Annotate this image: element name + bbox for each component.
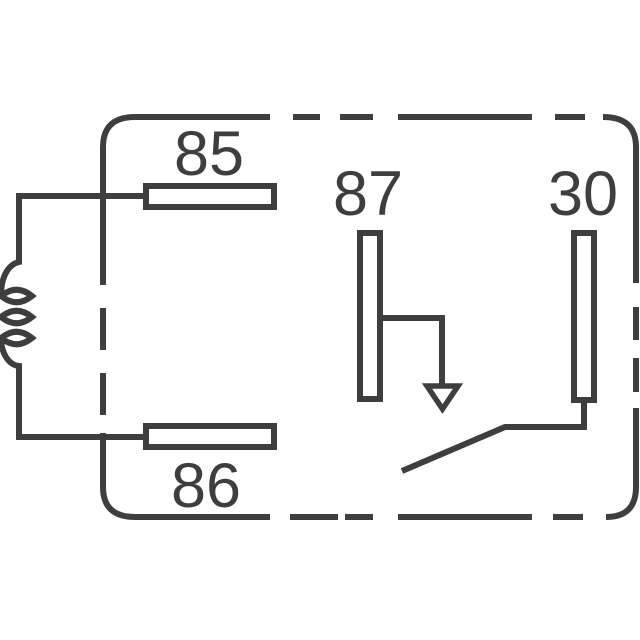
body-corner-bottom-left bbox=[100, 433, 270, 520]
pin-label-86: 86 bbox=[171, 451, 241, 521]
pin-label-30: 30 bbox=[548, 159, 618, 229]
coil-loop-2 bbox=[0, 307, 37, 327]
terminal-85-blade bbox=[143, 183, 277, 210]
coil-lead-top bbox=[0, 193, 148, 297]
body-corner-bottom-right bbox=[605, 408, 639, 520]
terminal-30-blade bbox=[571, 230, 597, 403]
terminal-blades bbox=[143, 183, 597, 450]
coil-lead-bottom bbox=[0, 337, 148, 440]
pin-labels: 85 86 87 30 bbox=[171, 119, 618, 521]
terminal-86-blade bbox=[143, 423, 277, 450]
coil-icon bbox=[0, 193, 148, 440]
pin-label-87: 87 bbox=[333, 159, 403, 229]
terminal-87-blade bbox=[357, 230, 383, 402]
coil-loop-1 bbox=[0, 286, 37, 306]
pin-label-85: 85 bbox=[174, 119, 244, 189]
coil-loop-3 bbox=[0, 328, 37, 348]
body-corner-top-left bbox=[100, 114, 270, 285]
schematic-strokes bbox=[0, 114, 639, 520]
dashed-relay-body bbox=[100, 114, 639, 520]
down-arrow-icon bbox=[421, 383, 464, 414]
switch-arm bbox=[400, 399, 587, 474]
body-corner-top-right bbox=[602, 114, 639, 283]
contact-87-connector bbox=[380, 315, 445, 387]
